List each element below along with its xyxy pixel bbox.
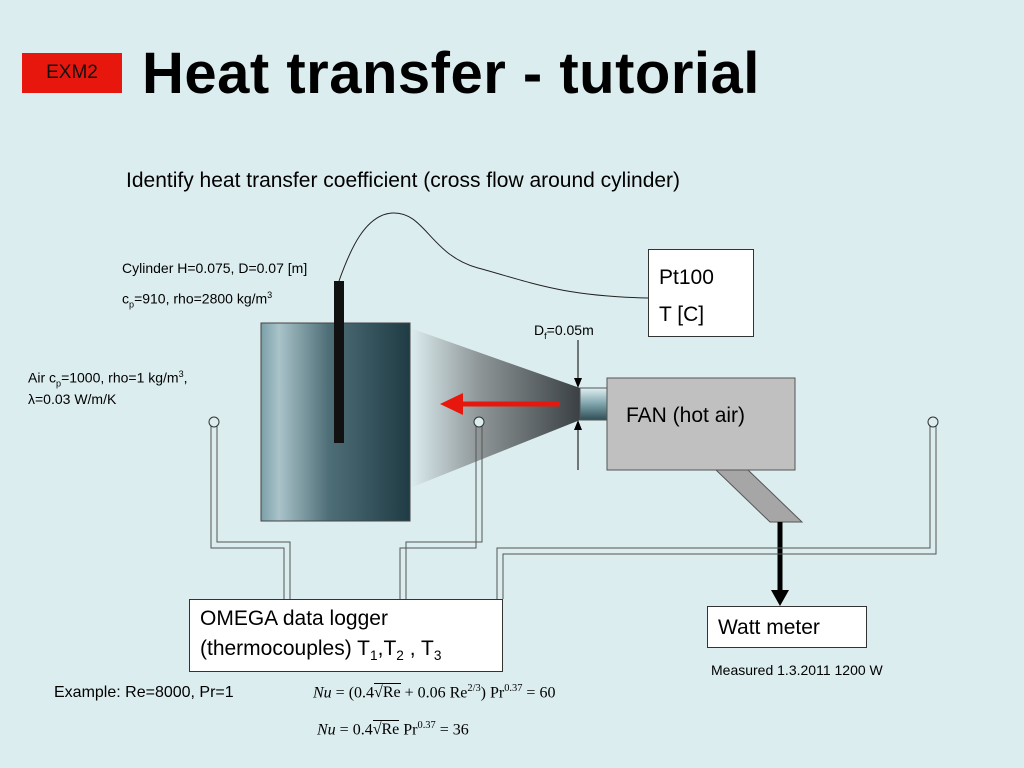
pt100-label: Pt100: [659, 266, 714, 289]
air-properties: Air cp=1000, rho=1 kg/m3,: [28, 369, 188, 389]
exam-badge: EXM2: [22, 53, 122, 93]
thermocouple-1: [210, 426, 291, 599]
page-title: Heat transfer - tutorial: [142, 41, 760, 106]
thermocouple-3: [496, 426, 937, 599]
flow-arrow-head: [440, 393, 463, 415]
pt100-wire: [338, 212, 649, 299]
task-description: Identify heat transfer coefficient (cros…: [126, 169, 681, 192]
air-conductivity: λ=0.03 W/m/K: [28, 391, 117, 407]
pt100-probe: [334, 281, 344, 443]
pt100-unit: T [C]: [659, 303, 705, 326]
nusselt-equation-simple: Nu = 0.4√Re Pr0.37 = 36: [317, 720, 469, 739]
nusselt-equation-full: Nu = (0.4√Re + 0.06 Re2/3) Pr0.37 = 60: [313, 683, 556, 702]
cylinder-dimensions: Cylinder H=0.075, D=0.07 [m]: [122, 260, 308, 276]
dim-arrow-top: [574, 378, 582, 388]
fan-label: FAN (hot air): [626, 404, 746, 427]
air-jet: [410, 328, 580, 488]
cylinder-properties: cp=910, rho=2800 kg/m3: [122, 290, 273, 310]
data-logger-box: OMEGA data logger (thermocouples) T1,T2 …: [189, 599, 503, 672]
pt100-sensor-box: Pt100 T [C]: [648, 249, 754, 337]
thermocouple-2: [399, 426, 483, 599]
watt-meter-box: Watt meter: [707, 606, 867, 648]
measured-power-label: Measured 1.3.2011 1200 W: [711, 662, 883, 678]
fan-nozzle: [579, 387, 608, 421]
data-logger-channels: (thermocouples) T1,T2 , T3: [200, 637, 442, 664]
fan-diameter-label: Df=0.05m: [534, 322, 594, 341]
power-cable-arrow: [771, 590, 789, 606]
fan-handle: [714, 469, 804, 523]
example-label: Example: Re=8000, Pr=1: [54, 684, 234, 701]
data-logger-title: OMEGA data logger: [200, 607, 388, 630]
fan-body: [606, 377, 796, 471]
dim-arrow-bottom: [574, 420, 582, 430]
